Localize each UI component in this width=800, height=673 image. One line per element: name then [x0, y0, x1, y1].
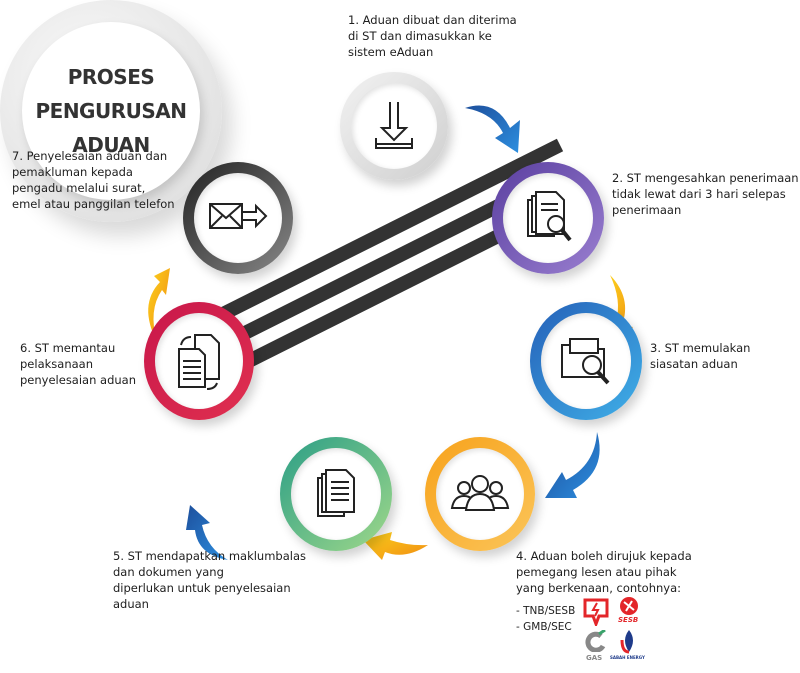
center-hub: PROSES PENGURUSAN ADUAN: [0, 0, 222, 222]
arrow-6-7: [148, 268, 170, 342]
arrow-3-4: [545, 432, 600, 498]
licensee-2: - GMB/SEC: [516, 621, 572, 633]
document-cycle-icon: [178, 334, 220, 390]
sesb-logo-text: SESB: [618, 616, 639, 624]
step-5-circle: [280, 437, 392, 551]
arrow-4-5: [363, 532, 428, 560]
download-icon: [375, 102, 413, 149]
step-3-text: 3. ST memulakan siasatan aduan: [650, 341, 751, 371]
document-search-icon: [527, 191, 572, 242]
sabah-energy-logo: [620, 630, 633, 654]
arrow-1-2: [465, 105, 520, 153]
arrow-5-6: [186, 505, 228, 560]
people-icon: [450, 475, 510, 511]
folder-search-icon: [561, 338, 610, 385]
step-6-text: 6. ST memantau pelaksanaan penyelesaian …: [20, 341, 137, 387]
gas-malaysia-logo: [585, 630, 606, 652]
sabah-energy-logo-text: SABAH ENERGY: [610, 655, 645, 660]
step-1-text: 1. Aduan dibuat dan diterima di ST dan d…: [348, 13, 517, 59]
tnb-logo: [583, 598, 609, 626]
step-2-circle: [492, 162, 604, 274]
step-5-text: 5. ST mendapatkan maklumbalas dan dokume…: [113, 549, 307, 611]
gas-logo-text: GAS: [586, 654, 603, 662]
step-2-text: 2. ST mengesahkan penerimaan tidak lewat…: [612, 171, 799, 217]
step-7-circle: [183, 162, 293, 274]
step-6-circle: [144, 302, 254, 420]
title-line-3: ADUAN: [72, 133, 150, 157]
step-3-circle: [530, 302, 642, 420]
step-4-circle: [425, 437, 535, 551]
step-7-text: 7. Penyelesaian aduan dan pemakluman kep…: [12, 149, 175, 211]
documents-icon: [317, 469, 355, 517]
step-1-circle: [340, 72, 448, 180]
title-line-2: PENGURUSAN: [35, 99, 187, 123]
title-line-1: PROSES: [67, 65, 155, 89]
licensee-1: - TNB/SESB: [516, 605, 576, 617]
sesb-logo: [620, 597, 638, 615]
mail-send-icon: [209, 203, 268, 229]
step-4-text: 4. Aduan boleh dirujuk kepada pemegang l…: [516, 549, 692, 595]
